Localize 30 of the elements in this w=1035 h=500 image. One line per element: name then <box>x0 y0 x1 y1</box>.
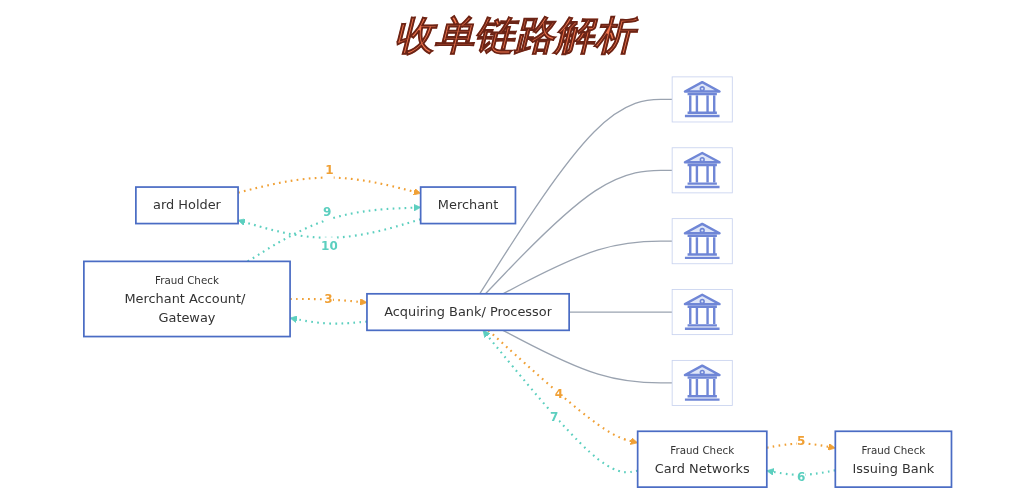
edge-label: 1 <box>325 163 334 177</box>
title: 收单链路解析 <box>387 6 648 64</box>
node-box: Acquiring Bank/ Processor <box>365 292 570 332</box>
node-picture <box>671 147 733 194</box>
arrow <box>482 330 638 474</box>
node-box: Fraud Check Card Networks <box>636 430 768 488</box>
connector <box>484 169 673 295</box>
node-picture <box>671 76 733 123</box>
edge-label: 5 <box>796 434 806 449</box>
node-box: Fraud Check Issuing Bank <box>834 430 953 488</box>
node-box: Merchant <box>419 186 517 225</box>
node-picture <box>671 218 733 265</box>
edge-label: 4 <box>554 386 563 401</box>
arrow <box>246 203 421 263</box>
arrow <box>487 329 638 445</box>
arrow <box>237 176 421 196</box>
edge-label: 7 <box>549 409 559 424</box>
edge-label: 6 <box>796 469 806 484</box>
arrow <box>289 297 368 306</box>
node-box: ard Holder <box>134 186 239 225</box>
node-picture <box>671 359 733 406</box>
connector <box>478 98 673 295</box>
connector <box>502 240 673 295</box>
connector <box>568 311 673 313</box>
edge-label: 9 <box>322 204 332 219</box>
edge-label: 3 <box>324 291 333 306</box>
node-box: Fraud Check Merchant Account/ Gateway <box>82 260 291 338</box>
node-picture <box>671 289 733 336</box>
edge-label: 10 <box>320 238 338 253</box>
connector <box>502 329 673 384</box>
